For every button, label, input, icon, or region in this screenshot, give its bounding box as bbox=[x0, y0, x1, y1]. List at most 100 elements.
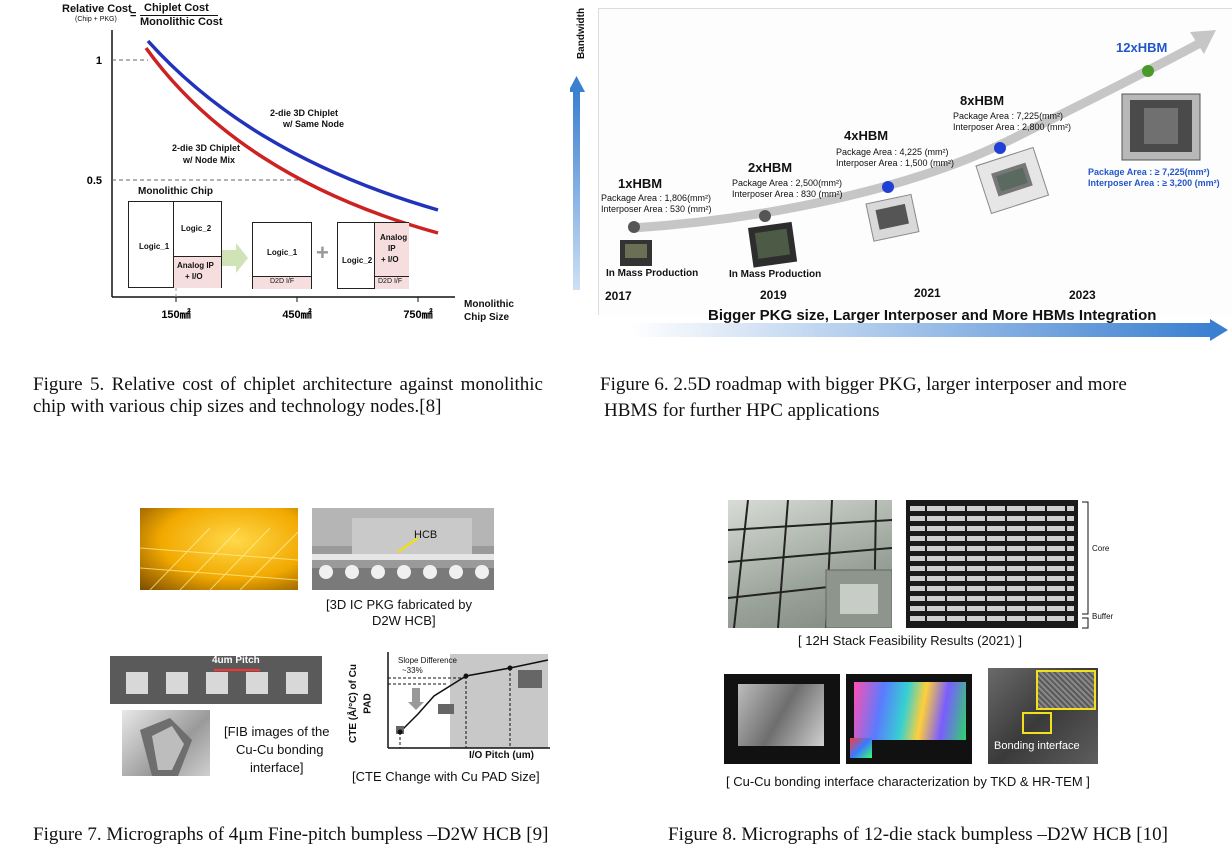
figure-6-caption-line2: HBMS for further HPC applications bbox=[604, 400, 880, 421]
stack-array-photo bbox=[728, 500, 892, 628]
node-3-pkg: Package Area : 4,225 (mm²) bbox=[836, 147, 949, 157]
cte-down-arrow bbox=[408, 688, 424, 710]
figure-8: Core Buffer [ 12H Stack Feasibility Resu… bbox=[700, 490, 1120, 800]
stack-layers bbox=[910, 500, 1074, 628]
trend-arrow-head bbox=[1190, 30, 1216, 54]
core-label: Core bbox=[1092, 544, 1110, 553]
mono-analog-2: + I/O bbox=[185, 272, 203, 281]
chiplet-logic2: Logic_2 bbox=[342, 256, 373, 265]
chiplet2-d2d: D2D I/F bbox=[378, 278, 403, 285]
trend-arrow bbox=[631, 38, 1205, 233]
same-node-curve bbox=[146, 39, 439, 212]
chiplet-logic1-box: Logic_1 D2D I/F bbox=[252, 222, 312, 289]
pitch-bumps bbox=[126, 669, 308, 694]
monolithic-chip-box: Logic_1 Logic_2 Analog IP + I/O bbox=[128, 201, 222, 288]
bandwidth-arrow-head bbox=[570, 76, 585, 92]
node-2-int: Interposer Area : 830 (mm²) bbox=[732, 189, 843, 199]
cte-slope-label: Slope Difference bbox=[398, 656, 457, 665]
dot-12xhbm bbox=[1142, 65, 1154, 77]
char-caption: [ Cu-Cu bonding interface characterizati… bbox=[726, 774, 1090, 789]
hcb-cross-section bbox=[312, 508, 494, 590]
transition-arrow bbox=[222, 243, 248, 273]
node-5-pkg: Package Area : ≥ 7,225(mm²) bbox=[1088, 167, 1210, 177]
x-axis-label-2: Chip Size bbox=[464, 312, 510, 323]
tkd-grain-photo bbox=[724, 674, 840, 764]
equals-sign: = bbox=[130, 9, 137, 21]
dot-4xhbm bbox=[882, 181, 894, 193]
year-2023: 2023 bbox=[1069, 288, 1096, 302]
same-node-label-1: 2-die 3D Chiplet bbox=[270, 108, 339, 118]
mono-logic2: Logic_2 bbox=[181, 224, 212, 233]
figure-5-caption: Figure 5. Relative cost of chiplet archi… bbox=[33, 374, 543, 417]
x-tick-150: 150㎟ bbox=[161, 307, 190, 321]
bandwidth-label: Bandwidth bbox=[576, 7, 588, 60]
roadmap-frame bbox=[598, 8, 1232, 315]
chiplet2-analog-1: Analog bbox=[380, 233, 408, 242]
cte-shaded-region bbox=[450, 654, 548, 748]
dot-1xhbm bbox=[628, 221, 640, 233]
hcb-label: HCB bbox=[414, 529, 438, 541]
x-tick-750: 750㎟ bbox=[403, 307, 432, 321]
cte-xlabel: I/O Pitch (um) bbox=[469, 750, 534, 761]
chiplet-logic1: Logic_1 bbox=[267, 248, 298, 257]
year-2017: 2017 bbox=[605, 289, 632, 303]
hrtem-inset bbox=[1036, 670, 1096, 710]
banner-arrow-shaft bbox=[630, 323, 1215, 337]
mono-analog-1: Analog IP bbox=[177, 261, 214, 270]
cost-chart-svg: 1 0.5 150㎟ 450㎟ 750㎟ bbox=[87, 30, 455, 321]
y-tick-1: 1 bbox=[96, 55, 102, 67]
node-mix-label-2: w/ Node Mix bbox=[183, 155, 236, 165]
fraction-bar bbox=[140, 15, 218, 16]
monolithic-chip-title: Monolithic Chip bbox=[138, 186, 213, 197]
chiplet1-d2d: D2D I/F bbox=[270, 278, 295, 285]
node-2-pkg: Package Area : 2,500(mm²) bbox=[732, 178, 843, 188]
node-4-title: 8xHBM bbox=[960, 93, 1005, 108]
node-5-int: Interposer Area : ≥ 3,200 (mm²) bbox=[1088, 178, 1220, 188]
pitch-micrograph bbox=[110, 656, 322, 704]
fraction-denominator: Monolithic Cost bbox=[140, 16, 223, 28]
pkg-photo-3 bbox=[865, 193, 920, 242]
y-axis-subtitle: (Chip + PKG) bbox=[75, 16, 117, 23]
cte-caption: [CTE Change with Cu PAD Size] bbox=[352, 769, 540, 784]
chiplet2-analog-3: + I/O bbox=[381, 255, 399, 264]
figure-8-caption: Figure 8. Micrographs of 12-die stack bu… bbox=[668, 824, 1168, 845]
pkg-photo-1 bbox=[620, 240, 652, 266]
pkg-photo-4 bbox=[975, 146, 1050, 215]
stack-caption: [ 12H Stack Feasibility Results (2021) ] bbox=[798, 633, 1022, 648]
wafer-photo bbox=[140, 508, 298, 590]
same-node-label-2: w/ Same Node bbox=[283, 119, 345, 129]
cte-pct-label: ~33% bbox=[402, 666, 423, 675]
node-1-title: 1xHBM bbox=[618, 176, 663, 191]
banner-arrow-head bbox=[1210, 319, 1228, 341]
x-tick-450: 450㎟ bbox=[282, 307, 311, 321]
node-2-status: In Mass Production bbox=[729, 269, 822, 280]
pkg-photo-5 bbox=[1121, 93, 1201, 161]
node-2-title: 2xHBM bbox=[748, 160, 793, 175]
chiplet2-analog-block bbox=[374, 223, 409, 276]
year-2021: 2021 bbox=[914, 286, 941, 300]
roadmap-banner: Bigger PKG size, Larger Interposer and M… bbox=[708, 307, 1157, 324]
figure-6: Bandwidth 1xHBM Package Area : 1,806(mm²… bbox=[570, 0, 1232, 350]
hrtem-box bbox=[1022, 712, 1052, 734]
mono-analog-block bbox=[174, 256, 221, 288]
cte-curve bbox=[399, 659, 549, 733]
pkg-photo-2 bbox=[748, 221, 798, 268]
dot-8xhbm bbox=[994, 142, 1006, 154]
node-4-pkg: Package Area : 7,225(mm²) bbox=[953, 111, 1064, 121]
mono-logic1: Logic_1 bbox=[139, 242, 170, 251]
fib-caption-3: interface] bbox=[250, 760, 304, 775]
stack-sem-photo bbox=[906, 500, 1078, 628]
chiplet-logic2-box: Logic_2 Analog IP + I/O D2D I/F bbox=[337, 222, 409, 289]
chiplet1-d2d-block bbox=[253, 276, 311, 289]
node-mix-curve bbox=[144, 46, 439, 235]
x-axis-label-1: Monolithic bbox=[464, 299, 514, 310]
cte-ylabel-2: PAD bbox=[362, 693, 374, 714]
fib-caption-1: [FIB images of the bbox=[224, 724, 330, 739]
node-1-pkg: Package Area : 1,806(mm²) bbox=[601, 193, 712, 203]
chiplet2-analog-2: IP bbox=[388, 244, 396, 253]
figure-5: Relative Cost (Chip + PKG) = Chiplet Cos… bbox=[0, 0, 560, 340]
year-2019: 2019 bbox=[760, 288, 787, 302]
node-3-int: Interposer Area : 1,500 (mm²) bbox=[836, 158, 955, 168]
dot-2xhbm bbox=[759, 210, 771, 222]
caption-3d-line2: D2W HCB] bbox=[372, 613, 436, 628]
